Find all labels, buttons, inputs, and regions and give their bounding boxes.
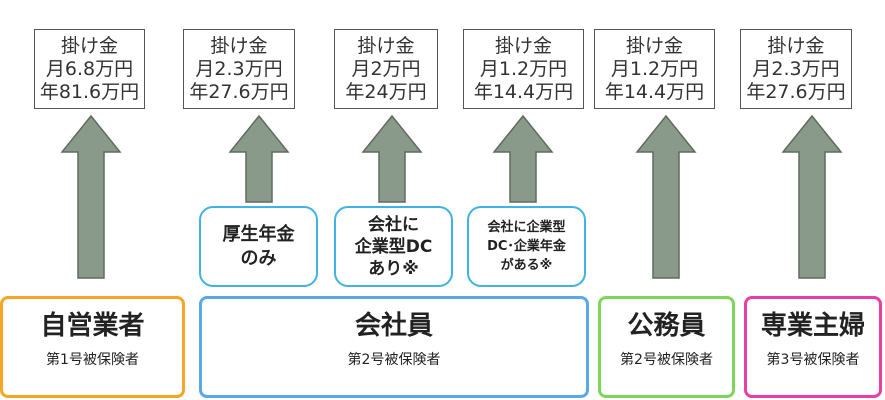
premium-yearly: 年14.4万円 bbox=[604, 81, 705, 103]
subtype-company-dc: 会社に 企業型DC あり※ bbox=[334, 206, 453, 287]
premium-yearly: 年27.6万円 bbox=[189, 81, 289, 103]
premium-yearly: 年81.6万円 bbox=[39, 81, 140, 103]
premium-title: 掛け金 bbox=[357, 35, 415, 57]
subtype-line: あり※ bbox=[368, 258, 419, 279]
premium-box-employee-pension-only: 掛け金 月2.3万円 年27.6万円 bbox=[183, 29, 295, 109]
premium-yearly: 年24万円 bbox=[345, 81, 427, 103]
premium-yearly: 年27.6万円 bbox=[746, 81, 846, 103]
category-title: 自営業者 bbox=[40, 311, 145, 341]
subtype-line: がある※ bbox=[500, 258, 553, 273]
premium-title: 掛け金 bbox=[210, 35, 268, 57]
premium-monthly: 月1.2万円 bbox=[479, 58, 568, 80]
category-subtitle: 第3号被保険者 bbox=[766, 352, 860, 368]
subtype-line: 会社に bbox=[368, 214, 419, 235]
category-civil-servant: 公務員 第2号被保険者 bbox=[598, 296, 735, 398]
premium-title: 掛け金 bbox=[625, 35, 683, 57]
premium-yearly: 年14.4万円 bbox=[473, 81, 574, 103]
category-subtitle: 第1号被保険者 bbox=[46, 352, 139, 368]
premium-title: 掛け金 bbox=[767, 35, 825, 57]
subtype-line: 企業型DC bbox=[354, 236, 433, 257]
category-subtitle: 第2号被保険者 bbox=[620, 352, 713, 368]
premium-box-employee-dc: 掛け金 月2万円 年24万円 bbox=[334, 29, 438, 109]
category-title: 公務員 bbox=[627, 311, 706, 341]
up-arrow-icon bbox=[361, 114, 423, 203]
premium-monthly: 月2.3万円 bbox=[195, 58, 283, 80]
premium-monthly: 月6.8万円 bbox=[45, 58, 134, 80]
subtype-line: のみ bbox=[240, 247, 277, 269]
subtype-company-dc-pension: 会社に企業型 DC･企業年金 がある※ bbox=[467, 206, 586, 287]
subtype-pension-only: 厚生年金 のみ bbox=[199, 206, 318, 287]
premium-box-self-employed: 掛け金 月6.8万円 年81.6万円 bbox=[34, 29, 145, 109]
category-title: 会社員 bbox=[354, 311, 433, 341]
up-arrow-icon bbox=[228, 114, 290, 203]
premium-monthly: 月2万円 bbox=[351, 58, 421, 80]
premium-monthly: 月2.3万円 bbox=[752, 58, 840, 80]
category-title: 専業主婦 bbox=[760, 311, 865, 341]
premium-box-housewife: 掛け金 月2.3万円 年27.6万円 bbox=[740, 29, 852, 109]
category-housewife: 専業主婦 第3号被保険者 bbox=[744, 296, 882, 398]
category-company-employee: 会社員 第2号被保険者 bbox=[199, 296, 589, 398]
premium-title: 掛け金 bbox=[494, 35, 552, 57]
premium-monthly: 月1.2万円 bbox=[610, 58, 699, 80]
category-self-employed: 自営業者 第1号被保険者 bbox=[0, 296, 185, 398]
premium-title: 掛け金 bbox=[60, 35, 118, 57]
premium-box-civil-servant: 掛け金 月1.2万円 年14.4万円 bbox=[594, 29, 715, 109]
up-arrow-icon bbox=[635, 114, 697, 279]
subtype-line: 会社に企業型 bbox=[487, 220, 566, 235]
premium-box-employee-dc-pension: 掛け金 月1.2万円 年14.4万円 bbox=[463, 29, 584, 109]
up-arrow-icon bbox=[60, 114, 122, 279]
up-arrow-icon bbox=[781, 114, 843, 279]
category-subtitle: 第2号被保険者 bbox=[347, 352, 441, 368]
subtype-line: 厚生年金 bbox=[222, 223, 295, 245]
subtype-line: DC･企業年金 bbox=[487, 239, 566, 254]
up-arrow-icon bbox=[492, 114, 554, 203]
